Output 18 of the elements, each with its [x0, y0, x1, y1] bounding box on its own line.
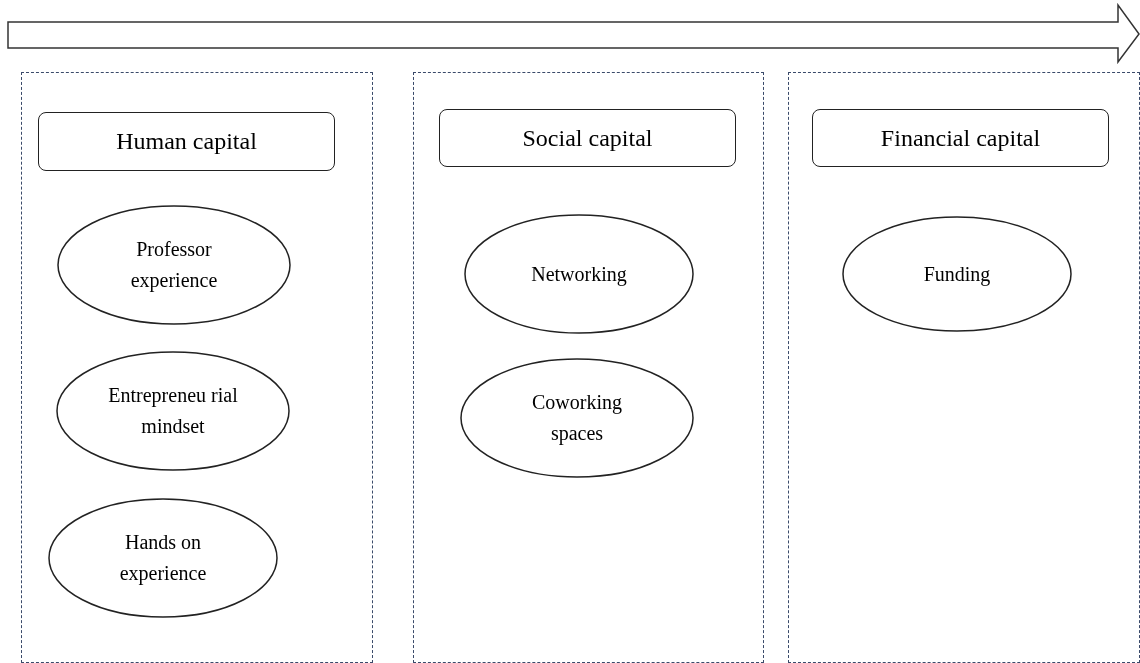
node-label: Professor experience	[129, 237, 219, 294]
node-label: Funding	[922, 261, 992, 288]
ellipse-node	[48, 498, 278, 618]
node-label: Coworking spaces	[531, 390, 623, 447]
panel-box	[788, 72, 1140, 663]
heading-box: Human capital	[38, 112, 335, 171]
node-label: Networking	[530, 261, 628, 288]
ellipse-node	[842, 216, 1072, 332]
ellipse-node	[56, 351, 290, 471]
node-label: Hands on experience	[118, 530, 208, 587]
ellipse-node	[464, 214, 694, 334]
heading-box: Social capital	[439, 109, 736, 167]
panel-box	[413, 72, 764, 663]
heading-box: Financial capital	[812, 109, 1109, 167]
panel-box	[21, 72, 373, 663]
node-label: Entrepreneu rial mindset	[108, 383, 238, 439]
ellipse-node	[57, 205, 291, 325]
ellipse-node	[460, 358, 694, 478]
